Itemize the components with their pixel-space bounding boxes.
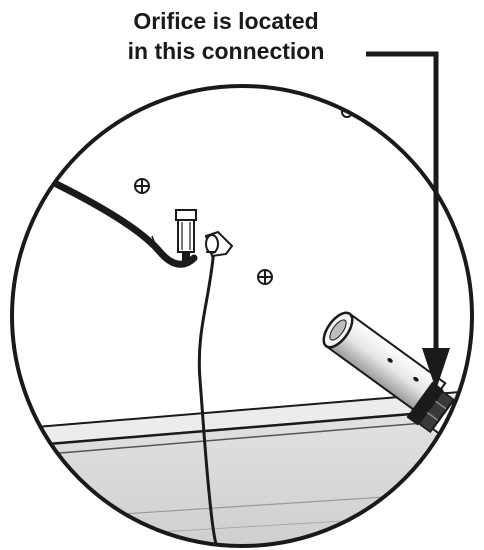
electrode-fitting-icon [204,230,234,258]
caption-line-1: Orifice is located [133,8,319,34]
arrow-down-icon [366,51,450,390]
screw-icon [257,269,273,285]
hex-fitting-icon [175,209,197,262]
caption-line-2: in this connection [127,38,325,64]
callout-caption: Orifice is located in this connection [96,6,356,66]
gas-tube-icon [197,247,220,546]
detail-circle-border [10,84,474,548]
screw-icon [134,178,150,194]
gas-tube-icon [36,172,198,268]
